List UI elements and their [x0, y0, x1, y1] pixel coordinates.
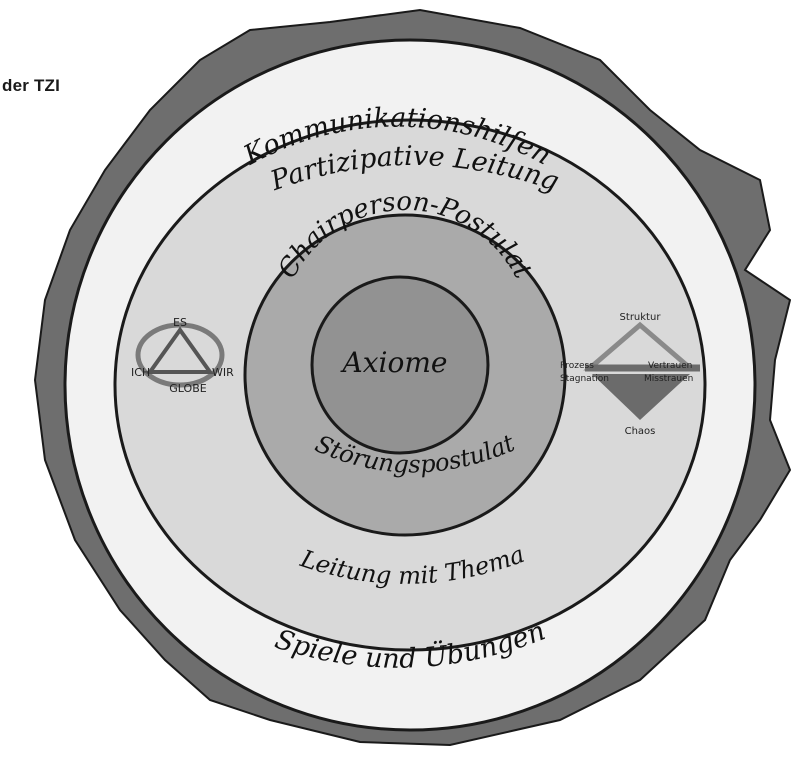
structure-right-top-label: Vertrauen: [648, 361, 692, 371]
structure-bottom-label: Chaos: [625, 426, 656, 437]
structure-right-bottom-label: Misstrauen: [644, 374, 693, 384]
structure-left-top-label: Prozess: [560, 361, 594, 371]
triangle-left-label: ICH: [131, 366, 150, 379]
structure-top-label: Struktur: [620, 312, 662, 323]
structure-left-bottom-label: Stagnation: [560, 374, 609, 384]
triangle-right-label: WIR: [212, 366, 234, 379]
triangle-bottom-label: GLOBE: [169, 382, 206, 395]
triangle-top-label: ES: [173, 316, 187, 329]
core-label: Axiome: [340, 346, 448, 379]
